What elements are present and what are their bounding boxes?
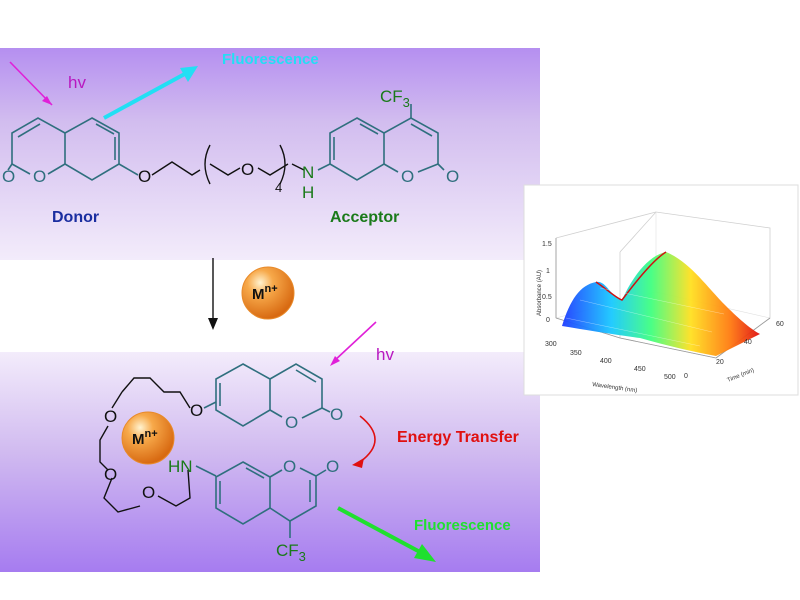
atom-o-crown-1: O	[190, 401, 203, 420]
atom-o-donor-ether: O	[138, 167, 151, 186]
inset-z-tick-1: 1	[546, 268, 550, 275]
acceptor-coumarin-structure	[291, 104, 445, 181]
atom-n-acceptor: N	[302, 163, 314, 182]
inset-z-tick-0.5: 0.5	[542, 294, 552, 301]
atom-o-upper-ring: O	[285, 413, 298, 432]
atom-o-crown-4: O	[142, 483, 155, 502]
inset-x-tick-350: 350	[570, 350, 582, 357]
cf3-label-top: CF3	[380, 87, 410, 110]
hv-label-bottom: hv	[376, 345, 394, 364]
atom-o-acceptor-carbonyl: O	[446, 167, 459, 186]
inset-x-tick-300: 300	[545, 341, 557, 348]
fluorescence-arrow-top	[103, 66, 198, 120]
acceptor-coumarin-bound	[195, 461, 327, 538]
inset-x-tick-450: 450	[634, 366, 646, 373]
inset-y-tick-20: 20	[716, 359, 724, 366]
hv-arrow-top	[9, 61, 53, 106]
atom-o-upper-carbonyl: O	[330, 405, 343, 424]
donor-label: Donor	[52, 209, 99, 226]
atom-o-lower-ring: O	[283, 457, 296, 476]
atom-o-lower-carbonyl: O	[326, 457, 339, 476]
top-panel-background	[0, 48, 540, 260]
acceptor-label: Acceptor	[330, 209, 399, 226]
inset-z-axis-label: Absorbance (AU)	[537, 270, 543, 316]
hn-label: HN	[168, 457, 193, 476]
reaction-arrow-down	[208, 258, 218, 330]
fluorescence-label-top: Fluorescence	[222, 51, 319, 68]
peg-linker	[204, 144, 289, 185]
energy-transfer-arrow	[352, 415, 376, 468]
metal-ion-ball-middle: Mn+	[241, 266, 295, 320]
inset-z-tick-0: 0	[546, 317, 550, 324]
svg-text:Mn+: Mn+	[252, 283, 278, 303]
crown-ether-ring	[99, 377, 191, 513]
donor-coumarin-bound	[203, 363, 331, 427]
donor-coumarin-structure	[7, 117, 201, 181]
inset-y-tick-60: 60	[776, 321, 784, 328]
inset-y-tick-40: 40	[744, 339, 752, 346]
inset-x-tick-500: 500	[664, 374, 676, 381]
inset-x-tick-400: 400	[600, 358, 612, 365]
inset-absorbance-surface-chart	[523, 184, 799, 396]
atom-o-donor-carbonyl: O	[2, 167, 15, 186]
cf3-label-bottom: CF3	[276, 541, 306, 564]
atom-o-acceptor-ring: O	[401, 167, 414, 186]
atom-o-crown-2: O	[104, 407, 117, 426]
atom-o-donor-ring: O	[33, 167, 46, 186]
energy-transfer-label: Energy Transfer	[397, 429, 519, 446]
inset-y-tick-0: 0	[684, 373, 688, 380]
fluorescence-label-bottom: Fluorescence	[414, 517, 511, 534]
atom-h-acceptor: H	[302, 183, 314, 202]
svg-text:Mn+: Mn+	[132, 428, 158, 448]
metal-ion-ball-complex: Mn+	[121, 411, 175, 465]
peg-repeat-subscript: 4	[275, 180, 282, 195]
hv-label-top: hv	[68, 73, 86, 92]
inset-z-tick-1.5: 1.5	[542, 241, 552, 248]
hv-arrow-bottom	[330, 321, 377, 366]
atom-o-crown-3: O	[104, 465, 117, 484]
fluorescence-arrow-bottom	[337, 506, 436, 562]
atom-o-peg: O	[241, 160, 254, 179]
